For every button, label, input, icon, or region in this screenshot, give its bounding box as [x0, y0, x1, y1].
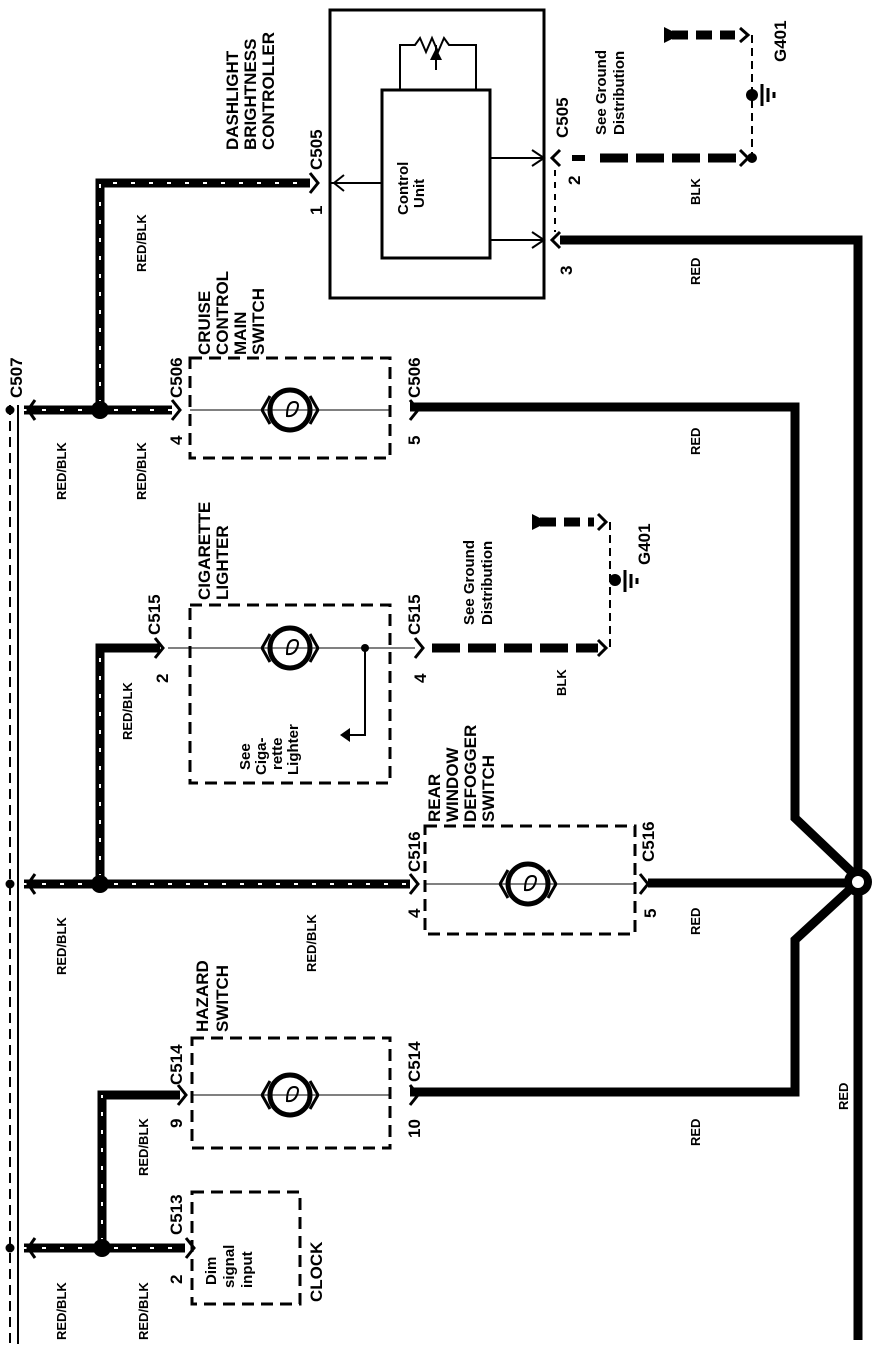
- defogger-pin-5: 5: [641, 909, 660, 918]
- wire-red-blk-1: RED/BLK: [134, 214, 149, 272]
- dashlight-title-1: DASHLIGHT: [223, 50, 242, 150]
- wire-red-blk-6: RED/BLK: [304, 914, 319, 972]
- ground-note-1-line-1: See Ground: [593, 50, 610, 135]
- lighter-pin-4: 4: [411, 673, 430, 683]
- wire-red-blk-4: RED/BLK: [120, 682, 135, 740]
- wire-red-blk-9: RED/BLK: [136, 1282, 151, 1340]
- ground-note-2-line-2: Distribution: [479, 541, 496, 625]
- ground-note-1-line-2: Distribution: [611, 51, 628, 135]
- clock-inner-1: Dim: [203, 1257, 220, 1285]
- cruise-title-2: CONTROL: [213, 271, 232, 355]
- dashlight-connector-right: C505: [553, 97, 572, 138]
- wire-red-blk-3: RED/BLK: [134, 442, 149, 500]
- lighter-title-2: LIGHTER: [213, 525, 232, 600]
- defogger-connector-left: C516: [405, 831, 424, 872]
- dashlight-pin-1: 1: [307, 206, 326, 215]
- ground-id-1: G401: [771, 20, 790, 62]
- wire-red-2: RED: [688, 428, 703, 455]
- wire-blk-2: BLK: [554, 669, 569, 696]
- defogger-pin-4: 4: [405, 908, 424, 918]
- splices-red-blk: [91, 401, 111, 1257]
- hazard-title-1: HAZARD: [193, 960, 212, 1032]
- dashlight-title-3: CONTROLLER: [259, 32, 278, 150]
- hazard-title-2: SWITCH: [213, 965, 232, 1032]
- hazard-pin-10: 10: [405, 1119, 424, 1138]
- defogger-title-3: DEFOGGER: [461, 725, 480, 822]
- clock-inner-2: signal: [221, 1245, 238, 1288]
- defogger-switch-box: [423, 824, 637, 936]
- clock-title: CLOCK: [307, 1241, 326, 1302]
- cruise-pin-4: 4: [167, 435, 186, 445]
- lighter-note-3: rette: [269, 737, 286, 770]
- defogger-title-1: REAR: [425, 774, 444, 822]
- cruise-connector-right: C506: [405, 357, 424, 398]
- ground-id-2: G401: [635, 523, 654, 565]
- dashlight-pin-3: 3: [557, 266, 576, 275]
- wire-red-blk-7: RED/BLK: [136, 1118, 151, 1176]
- lighter-note-4: Lighter: [285, 724, 302, 775]
- hazard-switch-box: [190, 1036, 392, 1150]
- wire-blk-1: BLK: [688, 178, 703, 205]
- cruise-pin-5: 5: [405, 436, 424, 445]
- wire-red-blk-2: RED/BLK: [54, 442, 69, 500]
- control-unit-label-2: Unit: [411, 179, 428, 208]
- bus-c507: [5, 405, 19, 1344]
- defogger-title-2: WINDOW: [443, 746, 462, 822]
- connector-chevrons: [26, 148, 650, 1259]
- lighter-note-2: Ciga-: [253, 737, 270, 775]
- cruise-title-3: MAIN: [231, 312, 250, 355]
- red-feed-lines: [410, 235, 863, 1340]
- wire-red-1: RED: [688, 258, 703, 285]
- dashlight-connector-left: C505: [307, 129, 326, 170]
- clock-inner-3: input: [239, 1251, 256, 1288]
- lighter-box: [168, 603, 415, 785]
- lighter-connector-right: C515: [405, 594, 424, 635]
- splice-red: [844, 868, 872, 896]
- lighter-note-1: See: [237, 743, 254, 770]
- wire-red-4: RED: [688, 1119, 703, 1146]
- ground-note-2-line-1: See Ground: [461, 540, 478, 625]
- lighter-ground: [432, 512, 639, 658]
- wire-red-blk-8: RED/BLK: [54, 1282, 69, 1340]
- hazard-pin-9: 9: [167, 1119, 186, 1128]
- wire-red-3: RED: [688, 908, 703, 935]
- wire-red-blk-5: RED/BLK: [54, 917, 69, 975]
- cruise-title-1: CRUISE: [195, 291, 214, 355]
- c507-label: C507: [7, 357, 26, 398]
- defogger-connector-right: C516: [639, 821, 658, 862]
- lighter-title-1: CIGARETTE: [195, 502, 214, 600]
- dashlight-ground: [554, 26, 776, 232]
- hazard-connector-left: C514: [167, 1044, 186, 1085]
- cruise-connector-left: C506: [167, 357, 186, 398]
- dashlight-controller-box: [328, 8, 546, 300]
- clock-box: [190, 1190, 302, 1306]
- dashlight-title-2: BRIGHTNESS: [241, 39, 260, 150]
- wire-red-5: RED: [836, 1083, 851, 1110]
- dashlight-pin-2: 2: [565, 176, 584, 185]
- lighter-pin-2: 2: [153, 674, 172, 683]
- cruise-switch-box: [188, 356, 392, 460]
- hazard-connector-right: C514: [405, 1041, 424, 1082]
- clock-connector: C513: [167, 1194, 186, 1235]
- control-unit-label-1: Control: [395, 162, 412, 215]
- clock-pin-2: 2: [167, 1275, 186, 1284]
- lighter-connector-left: C515: [145, 594, 164, 635]
- cruise-title-4: SWITCH: [249, 288, 268, 355]
- defogger-title-4: SWITCH: [479, 755, 498, 822]
